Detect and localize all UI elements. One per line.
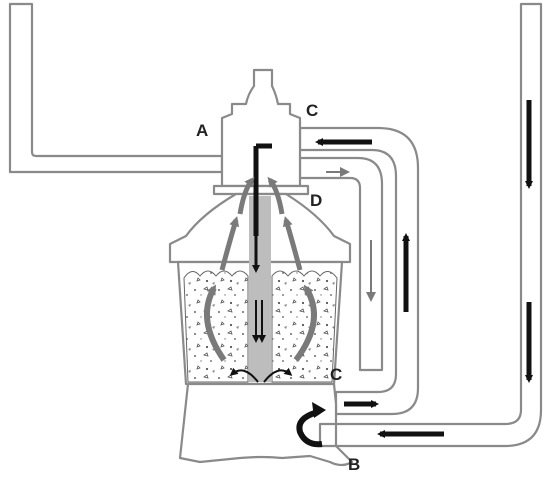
label-a: A [196,121,208,140]
gray-flow-left-low [203,284,227,362]
sand-media-right [271,270,338,383]
label-d: D [310,191,322,210]
pump-impeller-arrow [296,409,323,448]
gray-flow-left-top [237,176,255,215]
label-b: B [348,455,360,474]
left-pipe [8,2,224,174]
valve-nozzle [220,68,302,188]
pump-impeller-arrowhead [312,402,326,418]
gray-flow-right-top [267,176,285,215]
bottom-swirl-right [263,367,293,383]
valve-flange [212,184,310,196]
center-standpipe [249,196,271,382]
pump-base [178,382,354,467]
label-c-bottom: C [330,365,342,384]
inner-channel-pipe [298,156,384,372]
right-outer-pipe [334,2,543,448]
gray-flow-right-low [293,284,317,362]
label-c-top: C [306,101,318,120]
gray-flow-left-mid [219,216,240,271]
sand-media [183,270,249,383]
bottom-swirl-left [229,367,259,383]
gray-flow-right-mid [282,216,303,271]
